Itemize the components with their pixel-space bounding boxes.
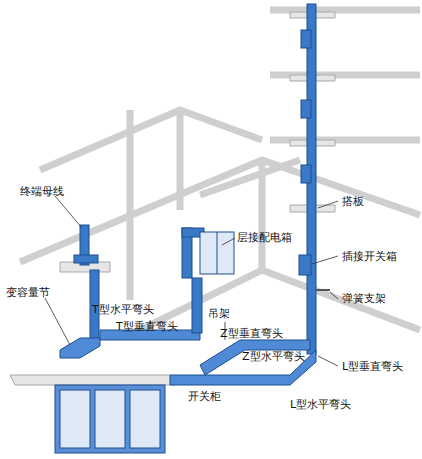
- switch-cabinet: [55, 385, 165, 453]
- part-label: 弹簧支架: [342, 292, 386, 305]
- part-label: 终端母线: [20, 185, 64, 198]
- part-label: L型垂直弯头: [342, 360, 403, 373]
- part-label: Z型水平弯头: [242, 350, 305, 363]
- part-label: 吊架: [208, 307, 230, 320]
- part-label: T型垂直弯头: [116, 320, 178, 333]
- part-label: L型水平弯头: [290, 398, 351, 411]
- part-label: Z型垂直弯头: [220, 327, 283, 340]
- part-label: 开关柜: [188, 390, 221, 403]
- part-label: 插接开关箱: [342, 250, 397, 263]
- part-label: 变容量节: [6, 286, 50, 299]
- floor-slab: [10, 12, 335, 385]
- distribution-box: [200, 232, 234, 274]
- leader-line: [45, 196, 338, 366]
- part-label: T型水平弯头: [92, 303, 154, 316]
- building-frame: [20, 10, 420, 335]
- part-label: 层接配电箱: [237, 231, 292, 244]
- busway: [60, 4, 330, 385]
- part-label: 搭板: [342, 195, 364, 208]
